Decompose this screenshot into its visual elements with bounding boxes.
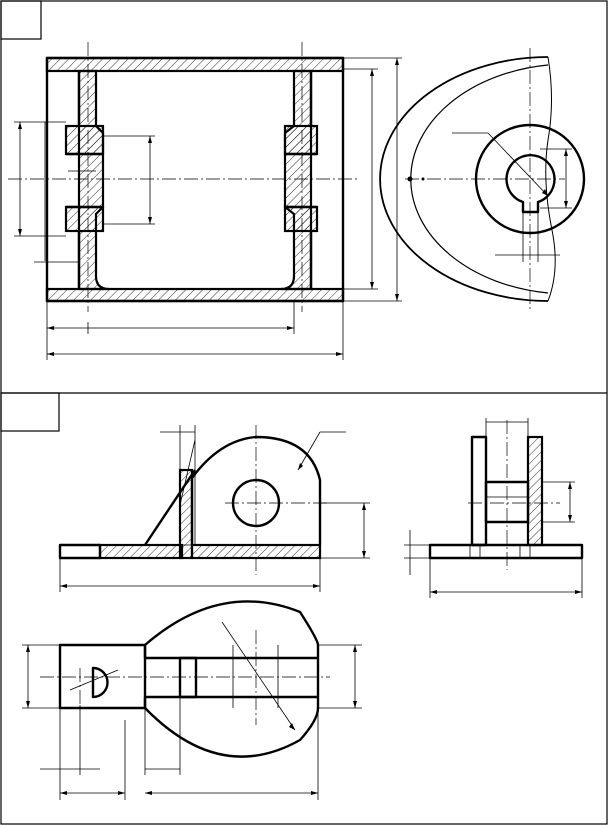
left-web-section — [77, 69, 110, 291]
right-boss-lower — [283, 205, 319, 233]
bracket-front-view — [58, 425, 370, 592]
top-radius-leader — [221, 621, 296, 731]
slot-semicircle — [91, 666, 109, 699]
section-front-view — [8, 42, 402, 360]
right-boss-upper — [283, 124, 319, 156]
outer-arc — [379, 56, 549, 302]
bracket-top-view — [22, 600, 362, 800]
side-view — [379, 48, 586, 312]
top-wall-section — [45, 56, 345, 73]
panel-top-number-box — [0, 0, 42, 40]
base-plate-section-left — [98, 543, 184, 560]
top-lobe-outline — [143, 600, 320, 758]
bottom-wall-section — [45, 287, 345, 303]
diagonal-rib — [144, 469, 196, 546]
top-web — [178, 656, 198, 699]
keyed-bore — [505, 154, 556, 214]
break-line — [545, 56, 556, 302]
left-boss-upper — [64, 124, 105, 156]
bracket-side-view — [404, 418, 584, 598]
side-left-lug — [470, 435, 488, 547]
bore-leader — [487, 132, 549, 197]
left-boss-lower — [64, 205, 105, 233]
dimension-arrowheads — [18, 58, 582, 795]
base-plate-end — [58, 543, 102, 560]
top-arm-outline — [58, 643, 145, 710]
front-outline — [45, 56, 345, 303]
panel-bottom-number-box — [0, 392, 60, 432]
side-right-lug — [526, 435, 544, 547]
right-web-section — [280, 69, 313, 291]
side-base-plate — [428, 543, 584, 560]
